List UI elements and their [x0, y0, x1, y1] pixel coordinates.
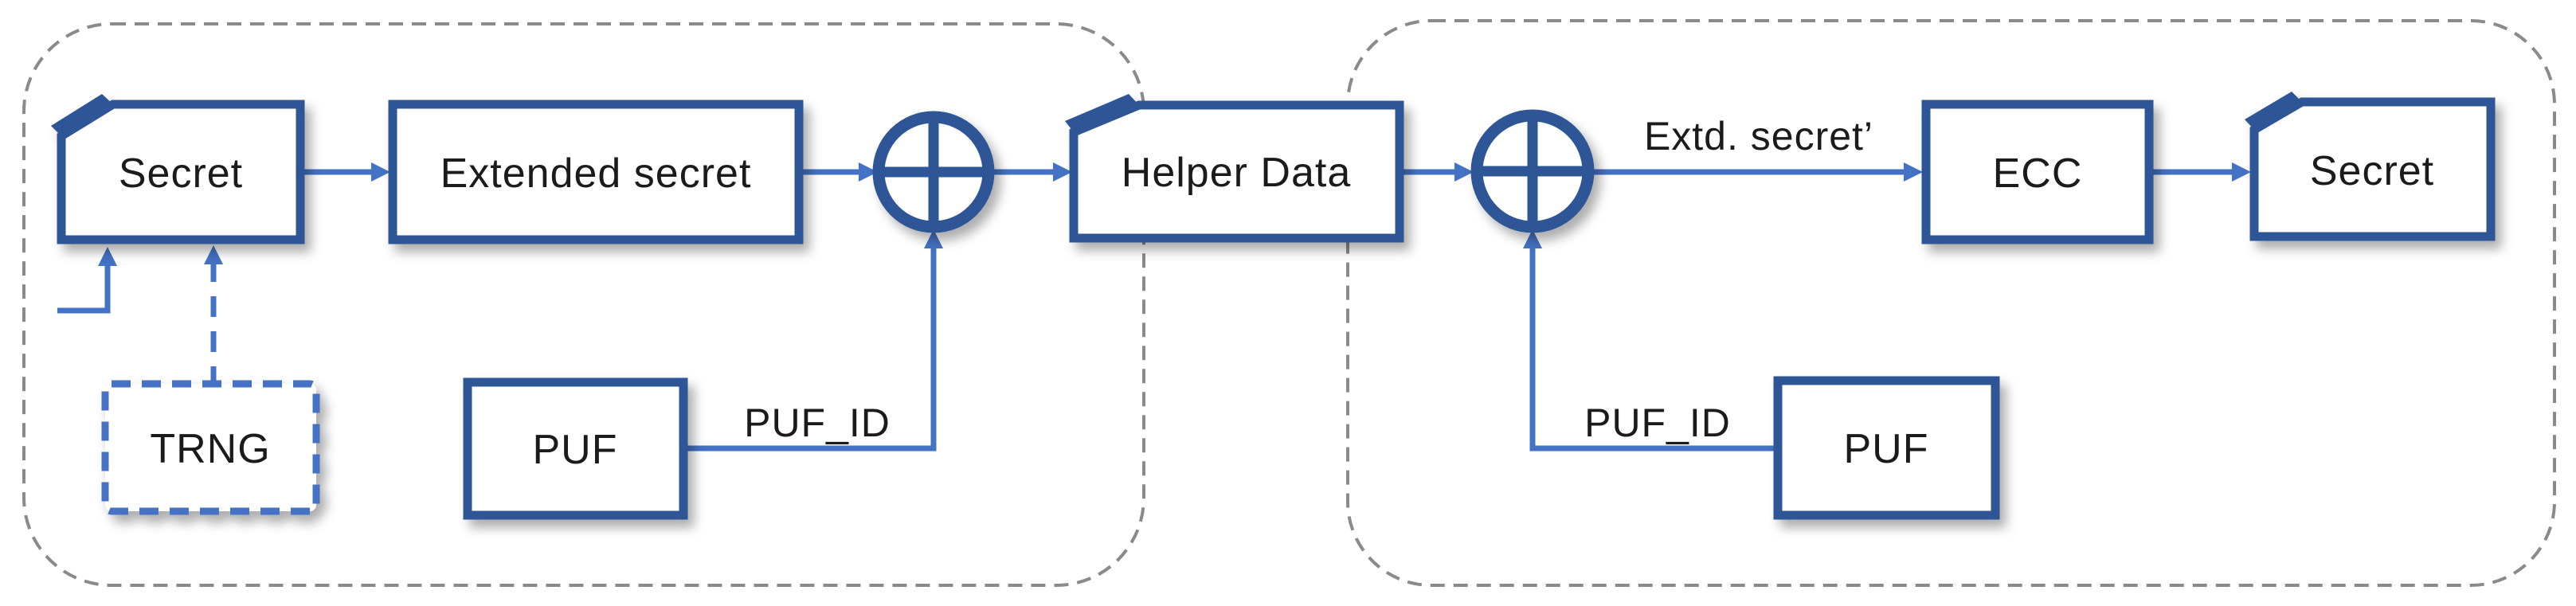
- puf-right-label: PUF: [1844, 426, 1929, 472]
- secret-left-box: [51, 94, 305, 244]
- trng-label: TRNG: [150, 426, 270, 472]
- ecc-box: [1921, 100, 2154, 244]
- puf-left-label: PUF: [533, 427, 618, 473]
- puf-id-left-label: PUF_ID: [744, 401, 891, 445]
- puf-right-box: [1773, 376, 2000, 520]
- xor-icon-left: [872, 111, 995, 233]
- secret-left-label: Secret: [119, 151, 243, 197]
- reconstruction-stage-container: [1346, 19, 2556, 587]
- arrow-puf-left-to-xor: [681, 229, 943, 452]
- puf-left-box: [463, 377, 688, 520]
- secret-left-fold-corner: [51, 94, 113, 136]
- secret-right-box: [2245, 92, 2496, 241]
- secret-right-label: Secret: [2310, 148, 2434, 194]
- helper-data-box: [1065, 94, 1404, 243]
- enrollment-stage-container: [22, 22, 1145, 587]
- arrow-input-to-secret: [57, 247, 117, 314]
- extended-secret-label: Extended secret: [440, 151, 752, 197]
- trng-box: [101, 380, 320, 515]
- secret-right-fold-corner: [2245, 92, 2302, 130]
- arrow-puf-right-to-xor: [1523, 229, 1781, 452]
- extended-secret-box: [388, 100, 804, 244]
- extended-secret-prime-label: Extd. secret’: [1644, 114, 1873, 158]
- puf-id-right-label: PUF_ID: [1584, 401, 1731, 445]
- helper-data-label: Helper Data: [1122, 150, 1351, 196]
- ecc-label: ECC: [1993, 151, 2083, 197]
- helper-data-fold-corner: [1065, 94, 1139, 132]
- xor-icon-right: [1470, 109, 1595, 233]
